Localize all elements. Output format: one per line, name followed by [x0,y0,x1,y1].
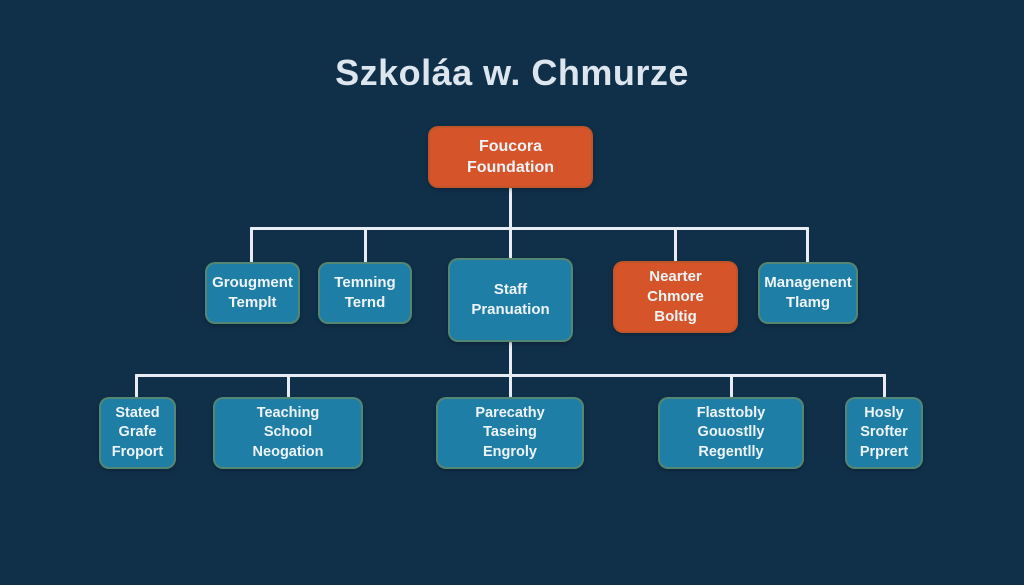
org-node-staff-pranuation: Staff Pranuation [448,258,573,342]
org-node-stated-grafe-froport: Stated Grafe Froport [99,397,176,469]
org-node-grougment-templt: Grougment Templt [205,262,300,324]
page-title: Szkoláa w. Chmurze [335,52,689,93]
connector-level2-drop [364,227,367,263]
connector-level3-drop [730,374,733,398]
org-node-parecathy-taseing-engroly: Parecathy Taseing Engroly [436,397,584,469]
connector-level3-drop [883,374,886,398]
connector-staff-drop [509,342,512,376]
connector-level2-drop [250,227,253,263]
connector-level3-drop [287,374,290,398]
connector-level2-drop [806,227,809,263]
org-node-flasttobly-gouostlly-regentlly: Flasttobly Gouostlly Regentlly [658,397,804,469]
connector-level2-bus [250,227,809,230]
connector-level2-drop [509,227,512,259]
org-node-root: Foucora Foundation [428,126,593,188]
connector-level3-drop [135,374,138,398]
org-node-hosly-srofter-prprert: Hosly Srofter Prprert [845,397,923,469]
org-node-teaching-school-neogation: Teaching School Neogation [213,397,363,469]
connector-level3-drop [509,374,512,398]
org-node-nearter-chmore-boltig: Nearter Chmore Boltig [613,261,738,333]
org-node-temning-ternd: Temning Ternd [318,262,412,324]
connector-root-drop [509,188,512,229]
org-node-managenent-tlamg: Managenent Tlamg [758,262,858,324]
connector-level2-drop [674,227,677,262]
